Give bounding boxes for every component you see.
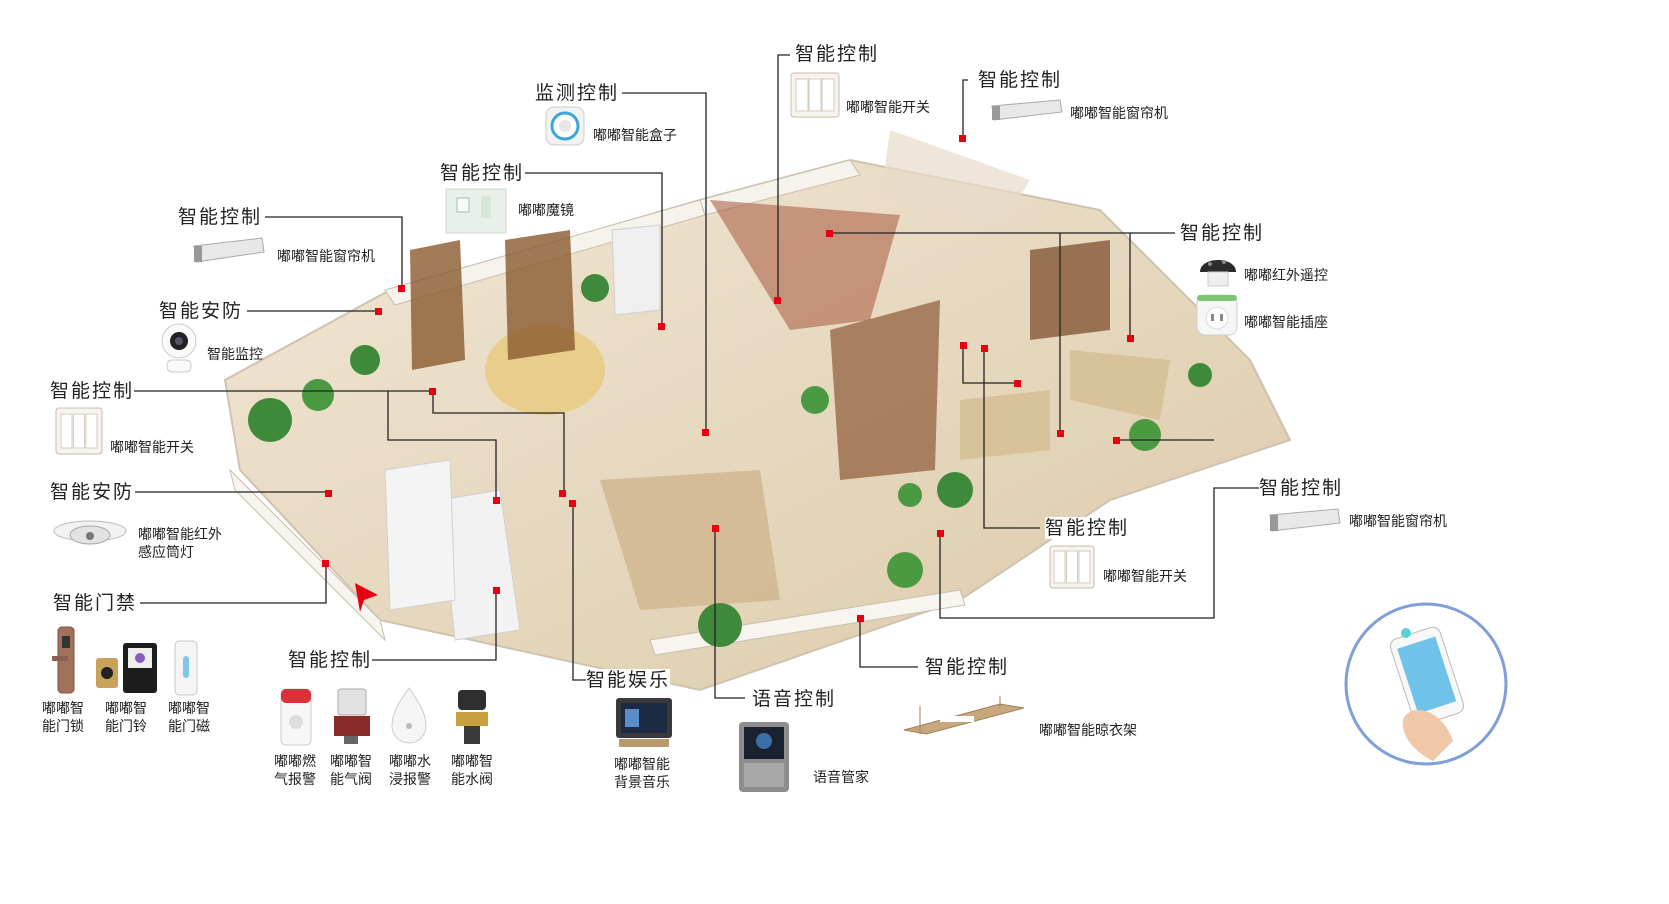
smart-box-icon: [545, 106, 585, 146]
marker: [712, 525, 719, 532]
marker: [1014, 380, 1021, 387]
marker: [774, 297, 781, 304]
marker: [960, 342, 967, 349]
marker: [375, 308, 382, 315]
marker: [1057, 430, 1064, 437]
product-label: 嘟嘟智能开关: [1103, 569, 1187, 585]
category-label: 智能控制: [50, 380, 135, 402]
category-label: 智能控制: [1259, 477, 1344, 499]
category-label: 智能控制: [1180, 222, 1265, 244]
product-label: 嘟嘟智能水阀: [451, 754, 493, 788]
switch-icon: [790, 72, 840, 118]
product-label: 嘟嘟智能门磁: [168, 701, 210, 735]
product-label: 嘟嘟智能开关: [846, 100, 930, 116]
product-label: 嘟嘟智能插座: [1244, 315, 1328, 331]
product-label: 嘟嘟智能窗帘机: [1349, 514, 1447, 530]
category-label: 智能控制: [178, 206, 263, 228]
smart-socket-icon: [1196, 294, 1238, 336]
category-label: 智能控制: [978, 69, 1063, 91]
water-leak-icon: [391, 687, 427, 744]
product-label: 嘟嘟智能门锁: [42, 701, 84, 735]
marker: [398, 285, 405, 292]
switch-icon: [1049, 545, 1095, 589]
category-label: 智能安防: [50, 481, 135, 503]
camera-icon: [161, 323, 197, 373]
phone-app-icon[interactable]: [1343, 601, 1509, 767]
clothes-rack-icon: [903, 696, 1025, 735]
product-label: 嘟嘟智能气阀: [330, 754, 372, 788]
product-label: 嘟嘟智能开关: [110, 440, 194, 456]
marker: [493, 497, 500, 504]
marker: [959, 135, 966, 142]
curtain-motor-icon: [1269, 508, 1341, 532]
ir-remote-icon: [1200, 260, 1236, 287]
product-label: 嘟嘟水浸报警: [389, 754, 431, 788]
category-label: 智能门禁: [53, 592, 138, 614]
category-label: 智能控制: [440, 162, 525, 184]
product-label: 嘟嘟红外遥控: [1244, 268, 1328, 284]
marker: [559, 490, 566, 497]
marker: [857, 615, 864, 622]
marker: [981, 345, 988, 352]
marker: [1127, 335, 1134, 342]
category-label: 智能安防: [159, 300, 244, 322]
marker: [658, 323, 665, 330]
marker: [826, 230, 833, 237]
marker: [702, 429, 709, 436]
doorbell-icon: [96, 643, 157, 693]
marker: [937, 530, 944, 537]
category-label: 智能控制: [288, 649, 373, 671]
voice-butler-icon: [739, 722, 789, 792]
curtain-motor-icon: [193, 237, 265, 263]
product-label: 嘟嘟智能窗帘机: [277, 249, 375, 265]
product-label: 嘟嘟智能红外感应筒灯: [138, 527, 222, 561]
product-label: 嘟嘟智能门铃: [105, 701, 147, 735]
magic-mirror-icon: [445, 188, 507, 234]
marker: [1113, 437, 1120, 444]
marker: [325, 490, 332, 497]
category-label: 智能娱乐: [586, 669, 671, 691]
gas-alarm-icon: [280, 688, 312, 746]
product-label: 嘟嘟智能晾衣架: [1039, 723, 1137, 739]
marker: [569, 500, 576, 507]
water-valve-icon: [456, 690, 488, 744]
door-lock-icon: [52, 626, 75, 694]
product-label: 智能监控: [207, 347, 263, 363]
category-label: 智能控制: [1045, 517, 1130, 539]
music-panel-icon: [616, 698, 672, 747]
category-label: 监测控制: [535, 82, 620, 104]
product-label: 嘟嘟魔镜: [518, 203, 574, 219]
product-label: 嘟嘟智能窗帘机: [1070, 106, 1168, 122]
curtain-motor-icon: [991, 99, 1063, 121]
category-label: 语音控制: [752, 688, 837, 710]
product-label: 嘟嘟智能背景音乐: [614, 757, 670, 791]
door-sensor-icon: [174, 640, 198, 696]
marker: [493, 587, 500, 594]
downlight-icon: [53, 520, 127, 545]
product-label: 语音管家: [813, 770, 869, 786]
category-label: 智能控制: [795, 43, 880, 65]
gas-valve-icon: [334, 688, 370, 744]
switch-icon: [55, 407, 103, 455]
product-label: 嘟嘟智能盒子: [593, 128, 677, 144]
marker: [429, 388, 436, 395]
category-label: 智能控制: [925, 656, 1010, 678]
product-label: 嘟嘟燃气报警: [274, 754, 316, 788]
marker: [322, 560, 329, 567]
